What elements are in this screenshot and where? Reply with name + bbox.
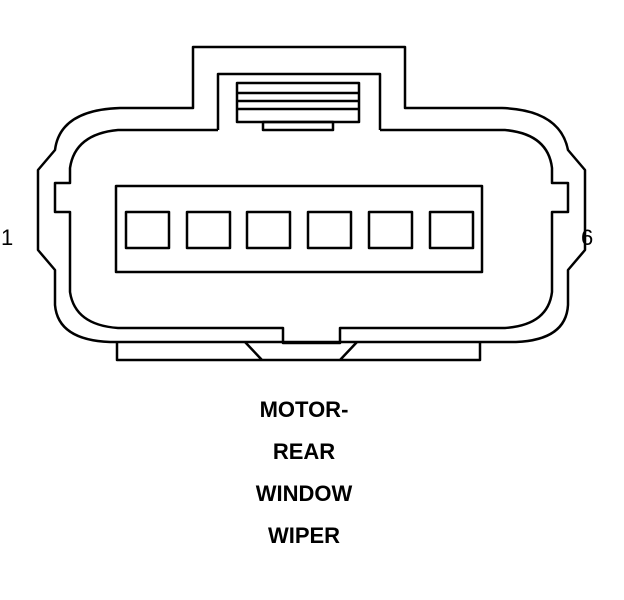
- caption-line-3: WINDOW: [255, 481, 353, 506]
- latch-housing: [183, 45, 416, 110]
- pin-cavity-2: [185, 210, 232, 250]
- caption-line-1: MOTOR-: [259, 397, 349, 422]
- pin-cavity-1: [124, 210, 171, 250]
- pin-cavity-5: [367, 210, 414, 250]
- pin-cavity-block: [114, 184, 484, 274]
- caption-line-4: WIPER: [267, 523, 341, 548]
- connector-outer-body: [36, 106, 587, 344]
- caption-line-2: REAR: [272, 439, 336, 464]
- pin-label-first: 1: [1, 225, 14, 250]
- latch-foot: [261, 120, 335, 132]
- connector-caption: MOTOR- REAR WINDOW WIPER: [204, 396, 404, 564]
- pin-cavities: [124, 210, 475, 250]
- bottom-rail: [115, 341, 482, 362]
- pin-cavity-4: [306, 210, 353, 250]
- connector-inner-body: [53, 128, 570, 345]
- pin-cavity-3: [245, 210, 292, 250]
- latch-tab: [235, 81, 361, 124]
- pin-label-last: 6: [581, 225, 594, 250]
- pin-cavity-6: [428, 210, 475, 250]
- latch-frame: [216, 72, 382, 130]
